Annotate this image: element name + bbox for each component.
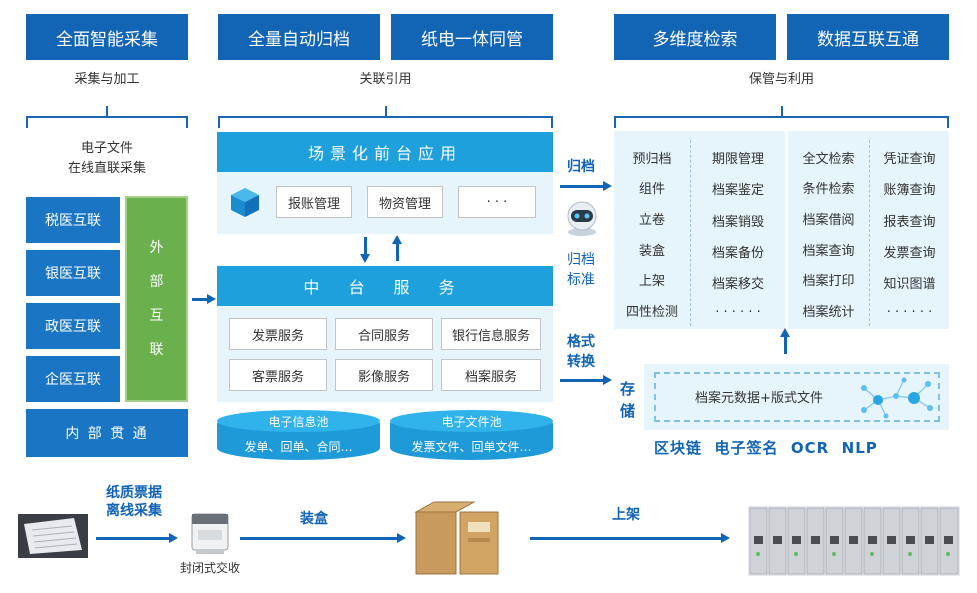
archive-box-icon [414,498,500,578]
middle-platform-title: 中 台 服 务 [217,266,553,306]
label-shelf: 上架 [612,507,640,523]
label-format: 格式 转换 [567,334,595,370]
pool-file-content: 发票文件、回单文件… [411,440,532,454]
list-col4: 凭证查询 账簿查询 报表查询 发票查询 知识图谱 · · · · · · [883,152,936,320]
arrow-archive [560,181,612,191]
list-col3: 全文检索 条件检索 档案借阅 档案查询 档案打印 档案统计 [802,151,855,321]
list-col2: 期限管理 档案鉴定 档案销毁 档案备份 档案移交 · · · · · · [711,152,764,320]
network-icon [856,374,936,420]
paper-offline: 纸质票据 离线采集 [106,485,162,519]
svc-contract: 合同服务 [335,318,433,350]
btn-more: · · · [458,186,536,218]
list-col1: 预归档 组件 立卷 装盒 上架 四性检测 [625,151,678,321]
arrow-format [560,375,612,385]
left-title-line1: 电子文件 [80,141,133,156]
btn-reimbursement: 报账管理 [276,186,352,218]
svc-bank: 银行信息服务 [441,318,541,350]
arrow-front-up [392,235,402,261]
bracket-left [26,116,188,128]
panel-search [788,131,949,329]
outer-interconnect: 外 部 互 联 [125,196,188,402]
subtitle-reference: 关联引用 [359,72,412,87]
paper-document-image [18,514,88,558]
left-title: 电子文件 在线直联采集 [26,139,188,179]
svc-ticket: 客票服务 [229,359,327,391]
arrow-paper-to-printer [96,533,178,543]
closed-handover: 封闭式交收 [179,561,240,575]
printer-icon [186,508,234,556]
header-auto-archive: 全量自动归档 [218,14,380,60]
svc-image: 影像服务 [335,359,433,391]
cabinet-icon [748,506,960,576]
item-gov-medical: 政医互联 [26,303,120,349]
frontend-title: 场景化前台应用 [217,132,553,172]
arrow-front-down [360,237,370,263]
subtitle-storage-use: 保管与利用 [748,72,814,87]
pool-info-content: 发单、回单、合同… [244,440,353,454]
bracket-middle [218,116,553,128]
pool-file-title: 电子文件池 [441,415,502,429]
cube-icon [228,185,262,219]
tech-stack: 区块链 电子签名 OCR NLP [654,439,878,457]
arrow-left-to-middle [192,294,216,304]
left-title-line2: 在线直联采集 [67,161,146,176]
label-std: 归档 标准 [567,252,595,288]
pool-info-title: 电子信息池 [268,415,329,429]
storage-content: 档案元数据+版式文件 [695,391,823,406]
robot-icon [562,198,602,238]
header-smart-collect: 全面智能采集 [26,14,188,60]
header-data-interop: 数据互联互通 [787,14,949,60]
subtitle-collect: 采集与加工 [74,72,140,87]
item-tax-medical: 税医互联 [26,197,120,243]
storage-label: 存 储 [620,380,636,420]
arrow-storage-up [780,328,790,354]
svc-archive: 档案服务 [441,359,541,391]
bracket-right [614,116,949,128]
panel-manage [614,131,785,329]
label-box: 装盒 [300,511,328,527]
item-bank-medical: 银医互联 [26,250,120,296]
svc-invoice: 发票服务 [229,318,327,350]
inner-connect: 内 部 贯 通 [26,409,188,457]
arrow-to-box [240,533,406,543]
header-paper-electronic: 纸电一体同管 [391,14,553,60]
arrow-to-shelf [530,533,730,543]
btn-materials: 物资管理 [367,186,443,218]
label-archive: 归档 [567,159,595,175]
item-ent-medical: 企医互联 [26,356,120,402]
header-multi-search: 多维度检索 [614,14,776,60]
